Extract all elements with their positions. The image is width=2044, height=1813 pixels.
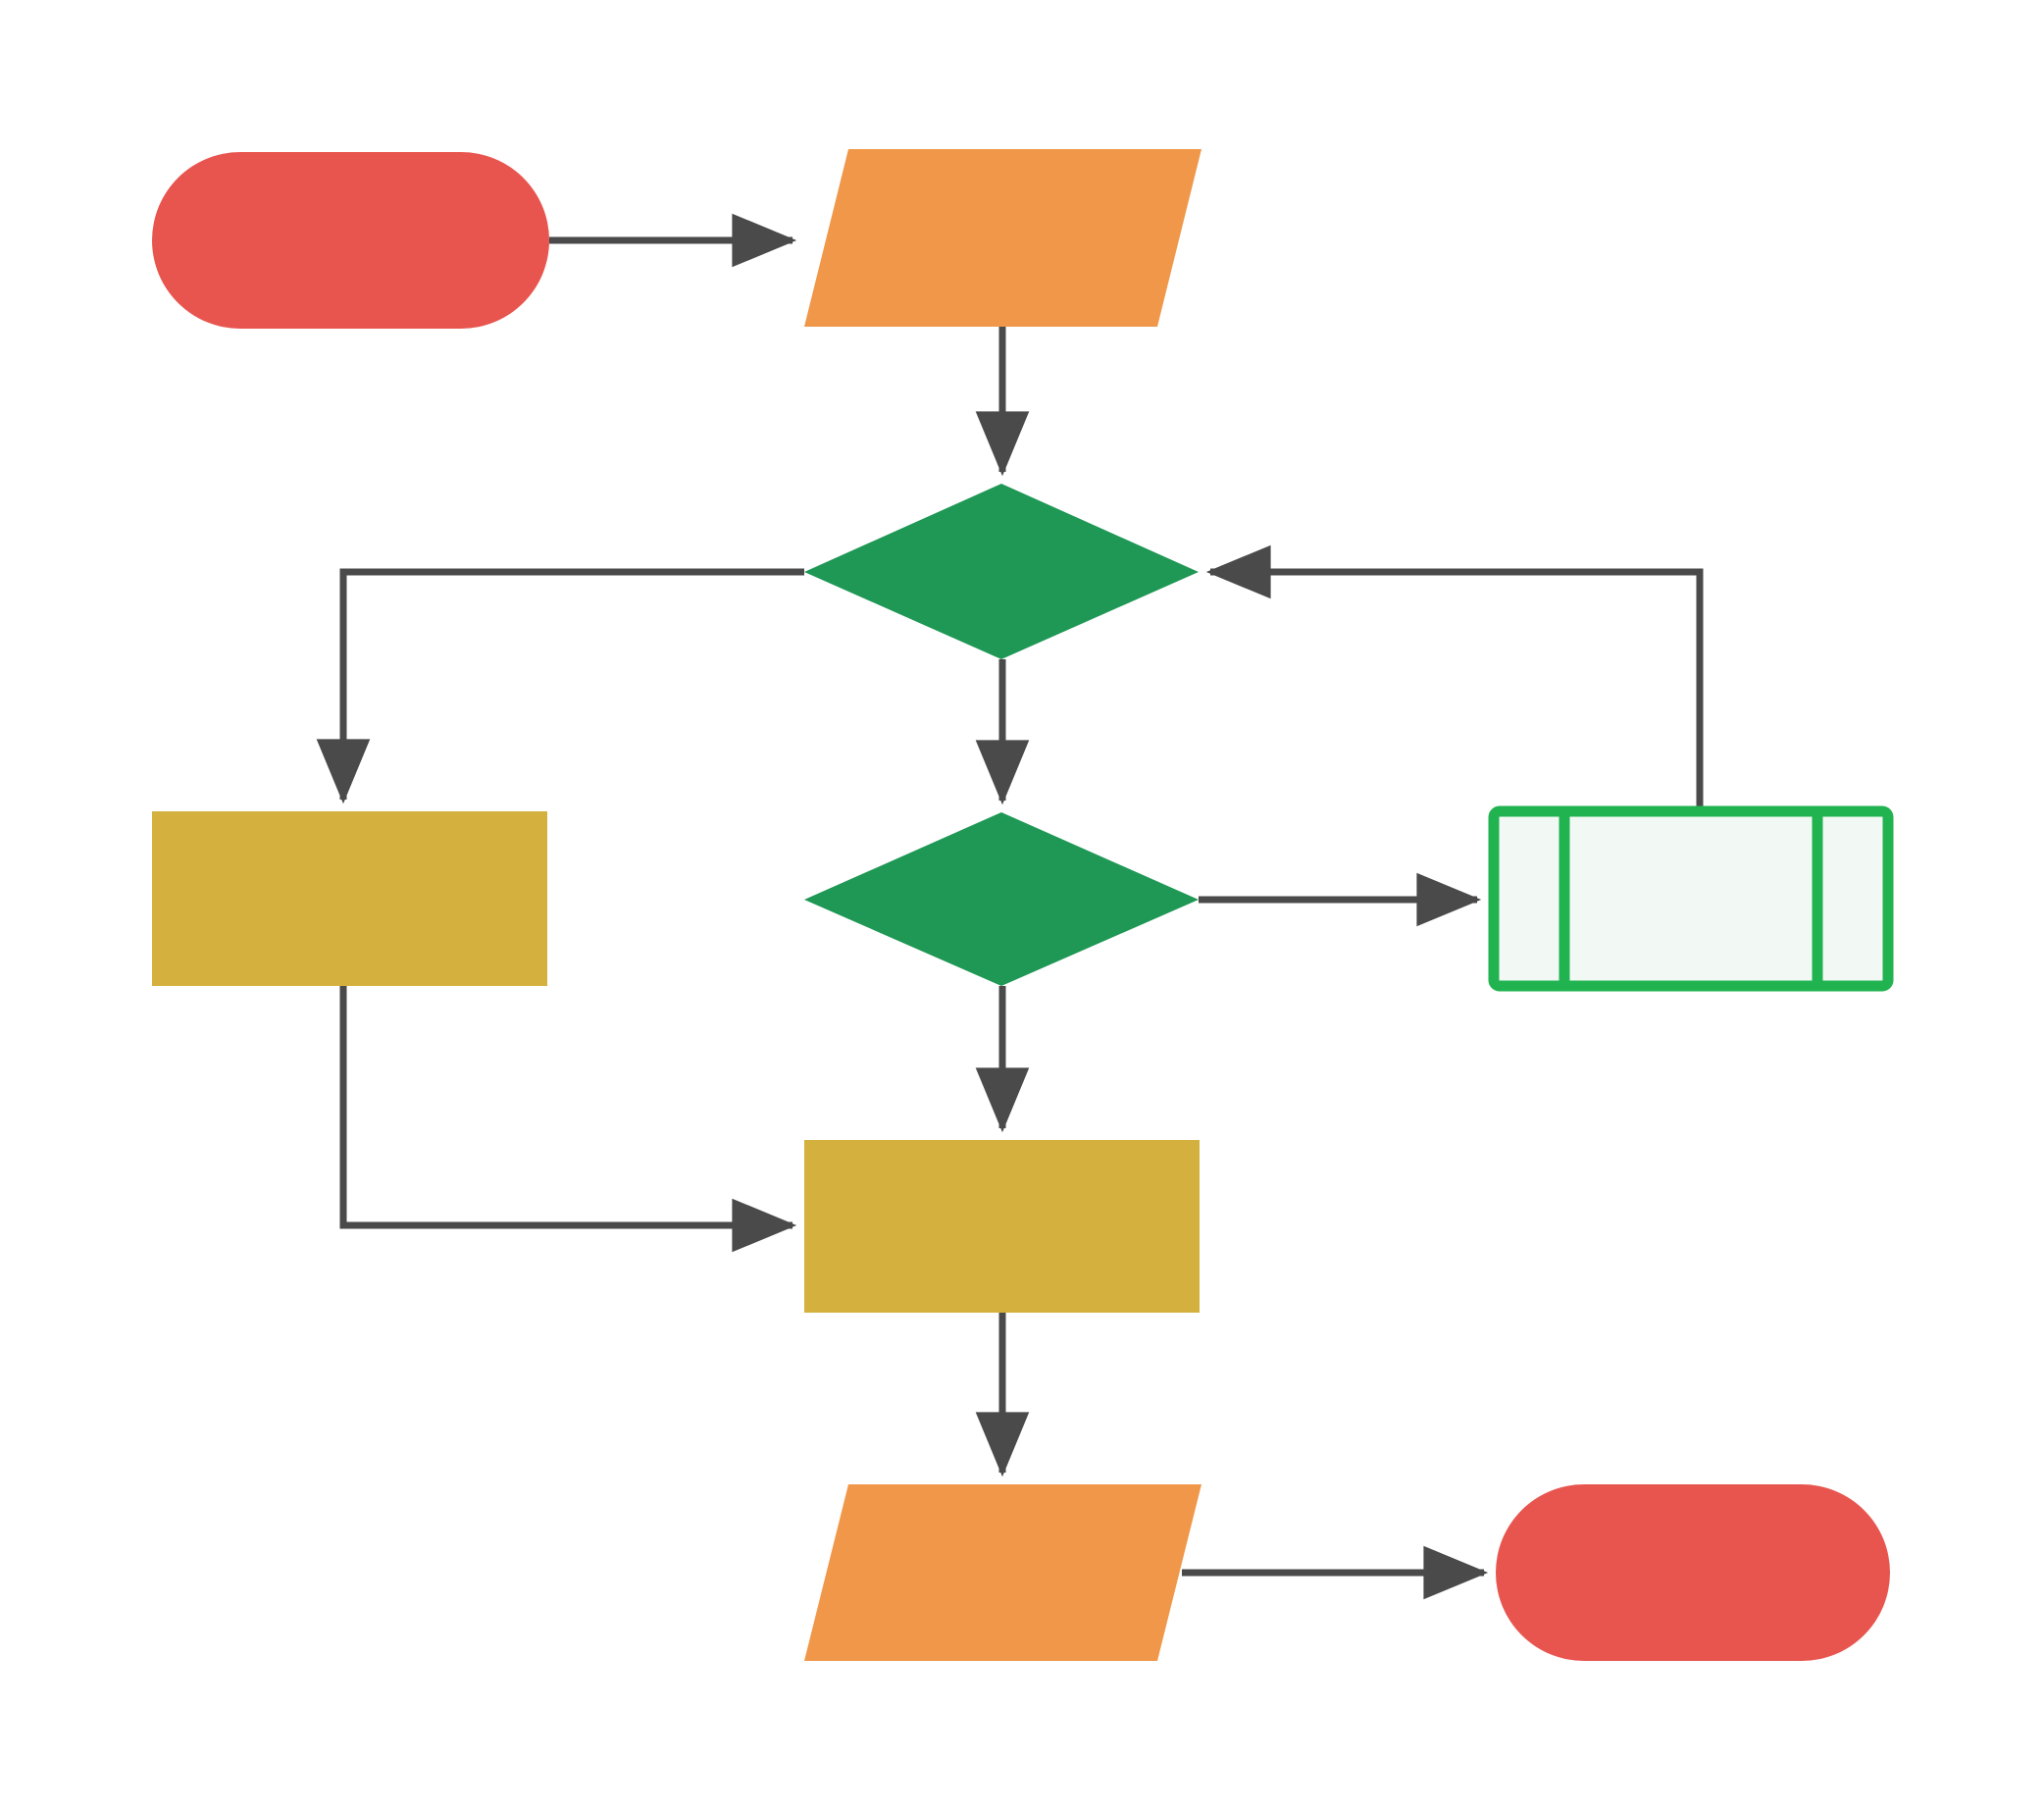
connector-subprocess-to-decision-1 <box>1205 544 1704 806</box>
decision-1-diamond-shape[interactable] <box>804 484 1199 659</box>
node-process-center[interactable] <box>804 1140 1200 1313</box>
process-left-shape[interactable] <box>152 811 547 986</box>
node-output-parallelogram[interactable] <box>804 1484 1201 1661</box>
node-start-terminator[interactable] <box>152 152 549 329</box>
node-end-terminator[interactable] <box>1496 1484 1890 1661</box>
connector-process-left-to-process-center <box>339 986 797 1253</box>
process-center-shape[interactable] <box>804 1140 1200 1313</box>
decision-2-diamond-shape[interactable] <box>804 812 1199 986</box>
connector-layer <box>316 213 1704 1600</box>
node-decision-1-diamond[interactable] <box>804 484 1199 659</box>
input-parallelogram-shape[interactable] <box>804 149 1201 327</box>
node-input-parallelogram[interactable] <box>804 149 1201 327</box>
end-terminator-shape[interactable] <box>1496 1484 1890 1661</box>
node-subprocess-predefined-process[interactable] <box>1488 805 1894 992</box>
output-parallelogram-shape[interactable] <box>804 1484 1201 1661</box>
node-process-left[interactable] <box>152 811 547 986</box>
subprocess-outer-shape[interactable] <box>1488 805 1894 992</box>
connector-decision-1-to-process-left <box>316 568 804 804</box>
start-terminator-shape[interactable] <box>152 152 549 329</box>
node-decision-2-diamond[interactable] <box>804 812 1199 986</box>
